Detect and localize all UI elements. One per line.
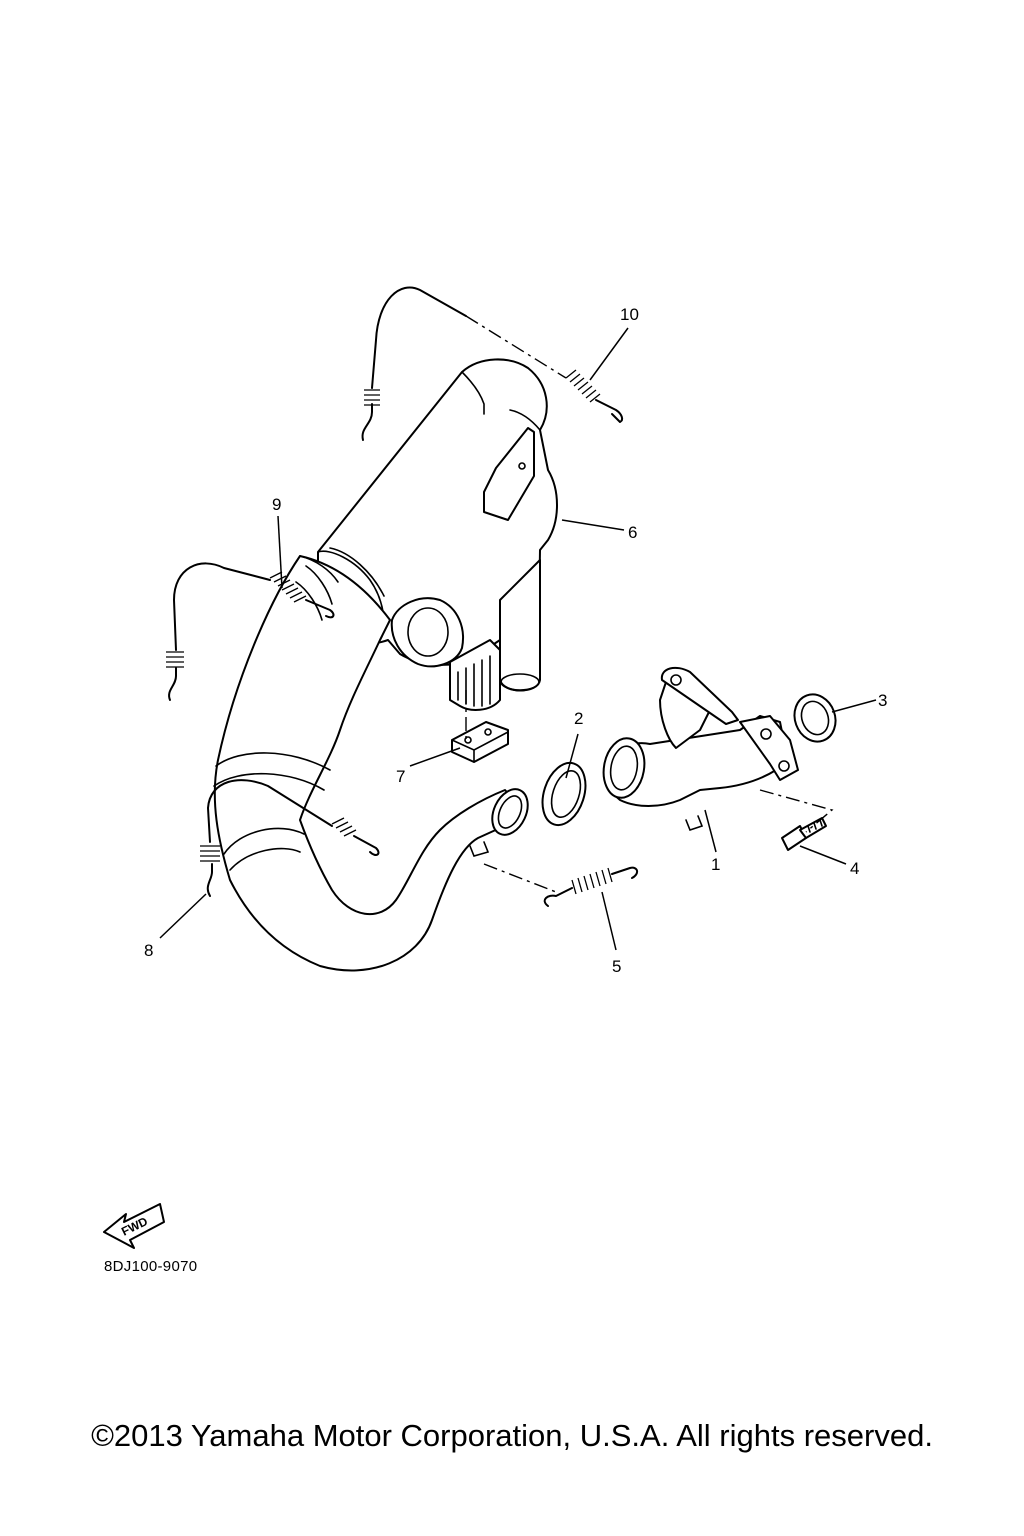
leader-5 <box>601 891 617 951</box>
callout-4: 4 <box>850 859 859 878</box>
fwd-arrow-icon: FWD <box>103 1203 165 1249</box>
spring-10 <box>361 286 624 441</box>
bolt <box>781 817 827 851</box>
callout-6: 6 <box>628 523 637 542</box>
spring-8 <box>200 779 380 897</box>
leader-3 <box>831 699 877 713</box>
callout-2: 2 <box>574 709 583 728</box>
spring-5 <box>483 863 638 907</box>
leader-4 <box>799 845 847 865</box>
callout-5: 5 <box>612 957 621 976</box>
callout-1: 1 <box>711 855 720 874</box>
bolt-centerline <box>759 789 834 833</box>
figure-code: 8DJ100-9070 <box>104 1258 198 1275</box>
copyright-notice: ©2013 Yamaha Motor Corporation, U.S.A. A… <box>91 1418 933 1453</box>
callout-7: 7 <box>396 767 405 786</box>
leader-9 <box>277 515 283 589</box>
leader-8 <box>159 893 207 939</box>
exhaust-pipe <box>213 555 529 972</box>
gasket-ring <box>541 761 587 827</box>
callout-10: 10 <box>620 305 639 324</box>
exhaust-joint <box>602 666 799 831</box>
spring-9 <box>166 562 335 701</box>
damper <box>451 721 509 763</box>
leader-6 <box>561 519 625 531</box>
leader-7 <box>409 747 461 767</box>
callout-8: 8 <box>144 941 153 960</box>
leader-1 <box>704 809 717 853</box>
leader-2 <box>565 733 579 779</box>
manifold-gasket <box>793 693 837 743</box>
callout-3: 3 <box>878 691 887 710</box>
callout-9: 9 <box>272 495 281 514</box>
leader-10 <box>589 327 629 381</box>
